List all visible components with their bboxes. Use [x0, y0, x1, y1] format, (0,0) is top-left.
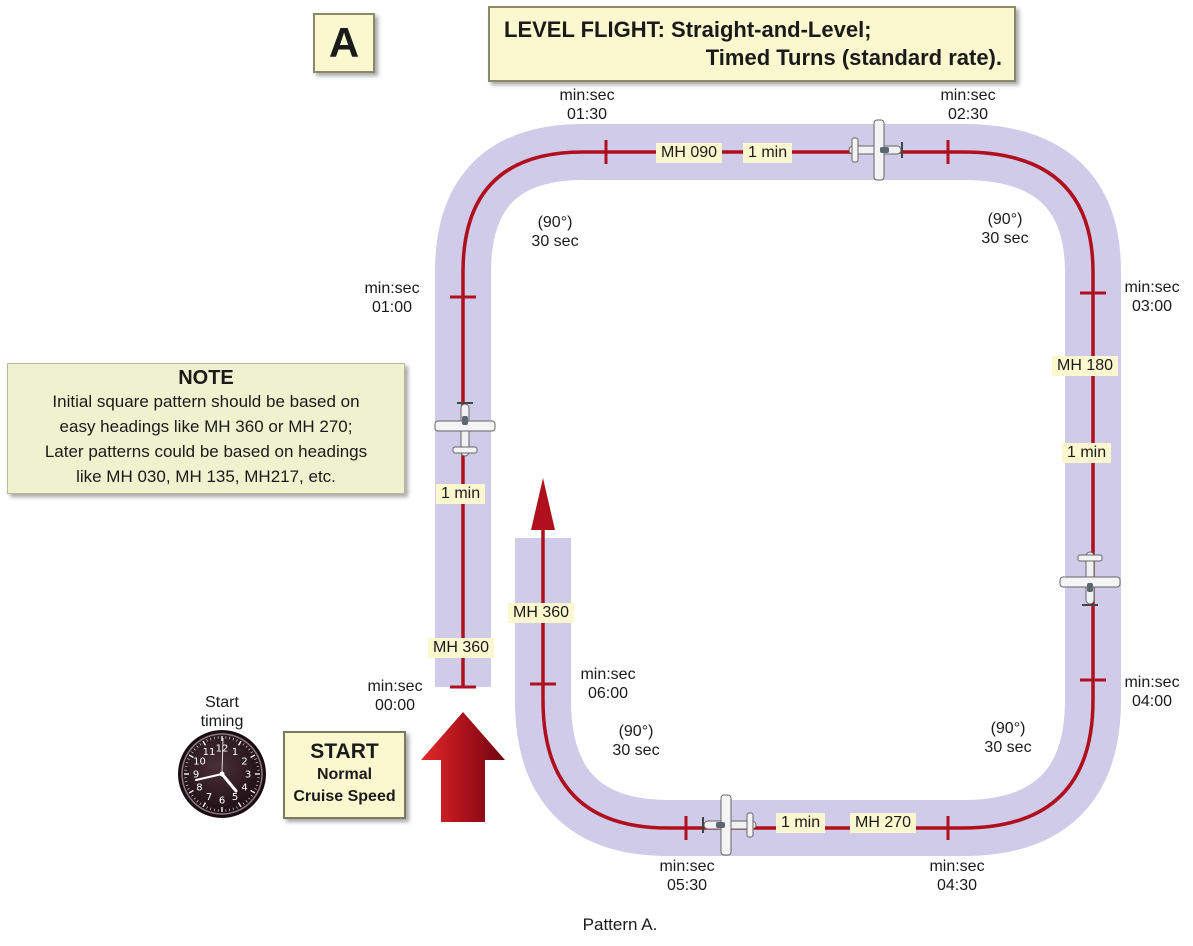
- start-line: Normal: [285, 764, 404, 786]
- clock-numeral: 6: [219, 796, 225, 807]
- turn-duration: 30 sec: [596, 741, 676, 760]
- tag-entry-heading: MH 360: [508, 603, 574, 623]
- tag-west-heading: MH 360: [428, 638, 494, 658]
- tag-east-time: 1 min: [1062, 443, 1111, 463]
- turn-label: (90°) 30 sec: [515, 213, 595, 251]
- checkpoint-time: 04:30: [917, 876, 997, 895]
- checkpoint-label: min:sec: [547, 86, 627, 105]
- checkpoint-time: 03:00: [1112, 297, 1192, 316]
- checkpoint-0400: min:sec 04:00: [1112, 673, 1192, 711]
- start-line: Cruise Speed: [285, 786, 404, 808]
- clock-numeral: 1: [232, 747, 238, 758]
- checkpoint-label: min:sec: [568, 665, 648, 684]
- checkpoint-0230: min:sec 02:30: [928, 86, 1008, 124]
- start-timing-label: Start timing: [192, 693, 252, 731]
- track-arrowhead: [531, 478, 555, 530]
- checkpoint-label: min:sec: [1112, 673, 1192, 692]
- tag-east-heading: MH 180: [1052, 356, 1118, 376]
- note-line: like MH 030, MH 135, MH217, etc.: [8, 464, 404, 489]
- note-box: NOTE Initial square pattern should be ba…: [7, 363, 405, 494]
- clock-numeral: 8: [196, 783, 202, 794]
- tag-north-heading: MH 090: [656, 143, 722, 163]
- start-timing-line: timing: [192, 712, 252, 731]
- turn-angle: (90°): [965, 210, 1045, 229]
- checkpoint-label: min:sec: [928, 86, 1008, 105]
- title-box: LEVEL FLIGHT: Straight-and-Level; Timed …: [488, 6, 1016, 82]
- figure-caption: Pattern A.: [540, 915, 700, 934]
- checkpoint-time: 04:00: [1112, 692, 1192, 711]
- checkpoint-0600: min:sec 06:00: [568, 665, 648, 703]
- clock-numeral: 11: [203, 747, 216, 758]
- turn-angle: (90°): [968, 719, 1048, 738]
- tag-south-heading: MH 270: [850, 813, 916, 833]
- checkpoint-label: min:sec: [1112, 278, 1192, 297]
- clock-numeral: 2: [241, 757, 247, 768]
- checkpoint-time: 05:30: [647, 876, 727, 895]
- turn-angle: (90°): [515, 213, 595, 232]
- checkpoint-label: min:sec: [355, 677, 435, 696]
- start-timing-line: Start: [192, 693, 252, 712]
- clock-numeral: 4: [241, 783, 247, 794]
- panel-letter-box: A: [313, 13, 375, 73]
- clock-numeral: 7: [206, 792, 212, 803]
- checkpoint-0530: min:sec 05:30: [647, 857, 727, 895]
- checkpoint-time: 00:00: [355, 696, 435, 715]
- checkpoint-label: min:sec: [647, 857, 727, 876]
- turn-duration: 30 sec: [965, 229, 1045, 248]
- checkpoint-time: 06:00: [568, 684, 648, 703]
- turn-label: (90°) 30 sec: [596, 722, 676, 760]
- panel-letter: A: [329, 19, 359, 67]
- checkpoint-label: min:sec: [352, 279, 432, 298]
- note-heading: NOTE: [8, 367, 404, 389]
- clock-numeral: 3: [245, 770, 251, 781]
- turn-label: (90°) 30 sec: [968, 719, 1048, 757]
- checkpoint-0430: min:sec 04:30: [917, 857, 997, 895]
- clock-numeral: 10: [193, 757, 206, 768]
- turn-angle: (90°): [596, 722, 676, 741]
- title-line-2: Timed Turns (standard rate).: [504, 44, 1002, 72]
- note-line: easy headings like MH 360 or MH 270;: [8, 414, 404, 439]
- clock-numeral: 5: [232, 792, 238, 803]
- checkpoint-time: 01:30: [547, 105, 627, 124]
- checkpoint-label: min:sec: [917, 857, 997, 876]
- note-line: Initial square pattern should be based o…: [8, 389, 404, 414]
- start-title: START: [285, 739, 404, 764]
- checkpoint-0000: min:sec 00:00: [355, 677, 435, 715]
- title-line-1: LEVEL FLIGHT: Straight-and-Level;: [504, 16, 1002, 44]
- turn-label: (90°) 30 sec: [965, 210, 1045, 248]
- note-line: Later patterns could be based on heading…: [8, 439, 404, 464]
- checkpoint-time: 02:30: [928, 105, 1008, 124]
- checkpoint-0130: min:sec 01:30: [547, 86, 627, 124]
- checkpoint-0300: min:sec 03:00: [1112, 278, 1192, 316]
- clock-numeral: 12: [216, 744, 229, 755]
- tag-north-time: 1 min: [743, 143, 792, 163]
- tag-south-time: 1 min: [776, 813, 825, 833]
- start-box: START Normal Cruise Speed: [283, 731, 406, 819]
- turn-duration: 30 sec: [515, 232, 595, 251]
- checkpoint-time: 01:00: [352, 298, 432, 317]
- turn-duration: 30 sec: [968, 738, 1048, 757]
- checkpoint-0100: min:sec 01:00: [352, 279, 432, 317]
- tag-west-time: 1 min: [436, 484, 485, 504]
- start-arrow-icon: [421, 712, 505, 822]
